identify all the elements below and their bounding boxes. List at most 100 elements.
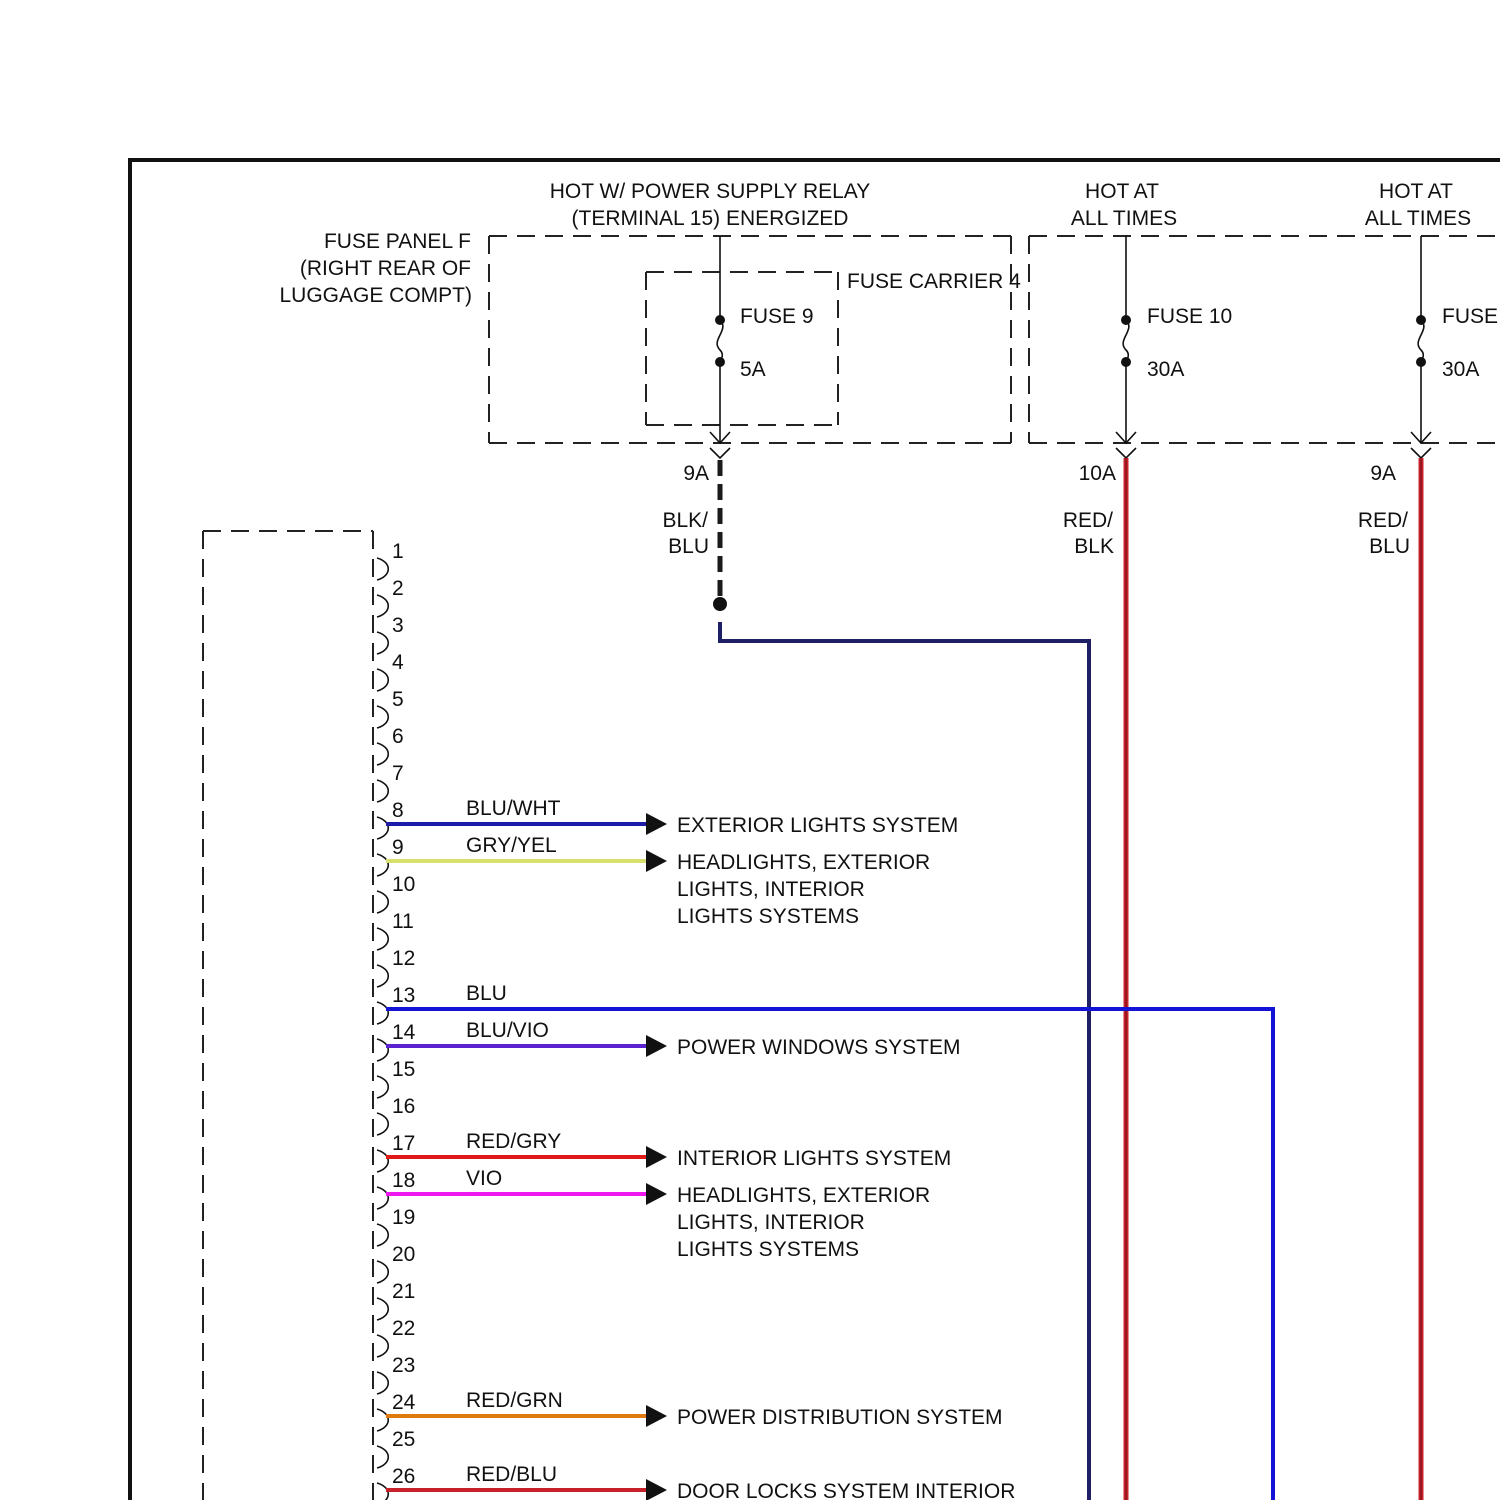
- arrow-right-icon: [646, 813, 667, 835]
- pin-number: 3: [392, 614, 404, 637]
- fuse-9-wire-1: BLK/: [662, 509, 708, 532]
- pin-number: 1: [392, 540, 404, 563]
- fuse-panel-box-right: [1029, 236, 1500, 443]
- arrow-right-icon: [646, 1405, 667, 1427]
- blk-blu-wire: [720, 622, 1089, 1500]
- power-source-1-line1: HOT W/ POWER SUPPLY RELAY: [550, 180, 871, 203]
- pin-bracket: [377, 669, 388, 691]
- pin-bracket: [377, 1409, 388, 1431]
- fuse-panel-box: [489, 236, 1012, 443]
- splice-point: [713, 597, 727, 611]
- destination-system-label: POWER DISTRIBUTION SYSTEM: [677, 1406, 1003, 1429]
- pin-bracket: [377, 1150, 388, 1172]
- arrow-right-icon: [646, 850, 667, 872]
- pin-bracket: [377, 706, 388, 728]
- arrow-right-icon: [646, 1183, 667, 1205]
- fuse-carrier-label: FUSE CARRIER 4: [847, 270, 1021, 293]
- pin-bracket: [377, 928, 388, 950]
- connector-housing: [203, 531, 373, 1500]
- fuse-right: [1411, 236, 1431, 458]
- fuse-right-wire-1: RED/: [1358, 509, 1408, 532]
- fuse-10-wire-2: BLK: [1074, 535, 1114, 558]
- pin-number: 15: [392, 1058, 415, 1081]
- wire-color-label: RED/BLU: [466, 1463, 557, 1486]
- fuse-panel-label-1: FUSE PANEL F: [324, 230, 471, 253]
- pin-bracket: [377, 1187, 388, 1209]
- pin-bracket: [377, 891, 388, 913]
- pin-number: 8: [392, 799, 404, 822]
- destination-system-label: POWER WINDOWS SYSTEM: [677, 1036, 961, 1059]
- fuse-9-terminal: 9A: [683, 462, 709, 485]
- pin-number: 18: [392, 1169, 415, 1192]
- destination-system-label: EXTERIOR LIGHTS SYSTEM: [677, 814, 958, 837]
- destination-system-label: HEADLIGHTS, EXTERIOR: [677, 851, 930, 874]
- wire-color-label: RED/GRY: [466, 1130, 561, 1153]
- wire-color-label: GRY/YEL: [466, 834, 557, 857]
- wire-color-label: RED/GRN: [466, 1389, 563, 1412]
- pin-number: 20: [392, 1243, 415, 1266]
- arrow-right-icon: [646, 1479, 667, 1500]
- pin-number: 14: [392, 1021, 416, 1044]
- pin-number: 7: [392, 762, 404, 785]
- pin-number: 17: [392, 1132, 415, 1155]
- wire-color-label: BLU/WHT: [466, 797, 561, 820]
- pin-number: 26: [392, 1465, 415, 1488]
- fuse-9-wire-2: BLU: [668, 535, 709, 558]
- destination-system-label: LIGHTS, INTERIOR: [677, 878, 865, 901]
- wire-color-label: VIO: [466, 1167, 502, 1190]
- fuse-right-name: FUSE: [1442, 305, 1498, 328]
- destination-system-label: INTERIOR LIGHTS SYSTEM: [677, 1147, 951, 1170]
- pin-number: 23: [392, 1354, 415, 1377]
- fuse-panel-label-2: (RIGHT REAR OF: [300, 257, 471, 280]
- power-source-2-line1: HOT AT: [1085, 180, 1159, 203]
- power-source-1-line2: (TERMINAL 15) ENERGIZED: [572, 207, 849, 230]
- fuse-10-terminal: 10A: [1079, 462, 1116, 485]
- connector-pins: 1234567891011121314151617181920212223242…: [377, 540, 416, 1500]
- pin-bracket: [377, 780, 388, 802]
- pin-number: 6: [392, 725, 404, 748]
- pin-bracket: [377, 1446, 388, 1468]
- pin-bracket: [377, 1224, 388, 1246]
- pin-number: 10: [392, 873, 415, 896]
- pin-number: 22: [392, 1317, 415, 1340]
- pin-bracket: [377, 595, 388, 617]
- pin-bracket: [377, 1076, 388, 1098]
- fuse-9-name: FUSE 9: [740, 305, 814, 328]
- power-source-2-line2: ALL TIMES: [1071, 207, 1177, 230]
- pin-bracket: [377, 1002, 388, 1024]
- fuse-10-rating: 30A: [1147, 358, 1184, 381]
- pin-number: 5: [392, 688, 404, 711]
- pin-bracket: [377, 1113, 388, 1135]
- fuse-10-wire-1: RED/: [1063, 509, 1113, 532]
- pin-number: 9: [392, 836, 404, 859]
- pin-bracket: [377, 965, 388, 987]
- pin-number: 13: [392, 984, 415, 1007]
- pin-number: 11: [392, 910, 414, 933]
- destination-system-label: LIGHTS, INTERIOR: [677, 1211, 865, 1234]
- pin-number: 19: [392, 1206, 415, 1229]
- pin-number: 2: [392, 577, 404, 600]
- arrow-right-icon: [646, 1035, 667, 1057]
- fuse-right-wire-2: BLU: [1369, 535, 1410, 558]
- pin-bracket: [377, 817, 388, 839]
- pin-bracket: [377, 1298, 388, 1320]
- wire-color-label: BLU: [466, 982, 507, 1005]
- pin-bracket: [377, 632, 388, 654]
- fuse-carrier-box: [646, 272, 838, 425]
- pin-bracket: [377, 1039, 388, 1061]
- pin-bracket: [377, 743, 388, 765]
- fuse-9-rating: 5A: [740, 358, 766, 381]
- pin-number: 25: [392, 1428, 415, 1451]
- pin-bracket: [377, 1261, 388, 1283]
- arrow-right-icon: [646, 1146, 667, 1168]
- pin-number: 24: [392, 1391, 416, 1414]
- wire-color-label: BLU/VIO: [466, 1019, 549, 1042]
- pin-bracket: [377, 558, 388, 580]
- pin-number: 16: [392, 1095, 415, 1118]
- pin-number: 4: [392, 651, 404, 674]
- fuse-right-terminal: 9A: [1370, 462, 1396, 485]
- pin-bracket: [377, 854, 388, 876]
- destination-system-label: DOOR LOCKS SYSTEM INTERIOR: [677, 1480, 1015, 1500]
- destination-system-label: LIGHTS SYSTEMS: [677, 905, 859, 928]
